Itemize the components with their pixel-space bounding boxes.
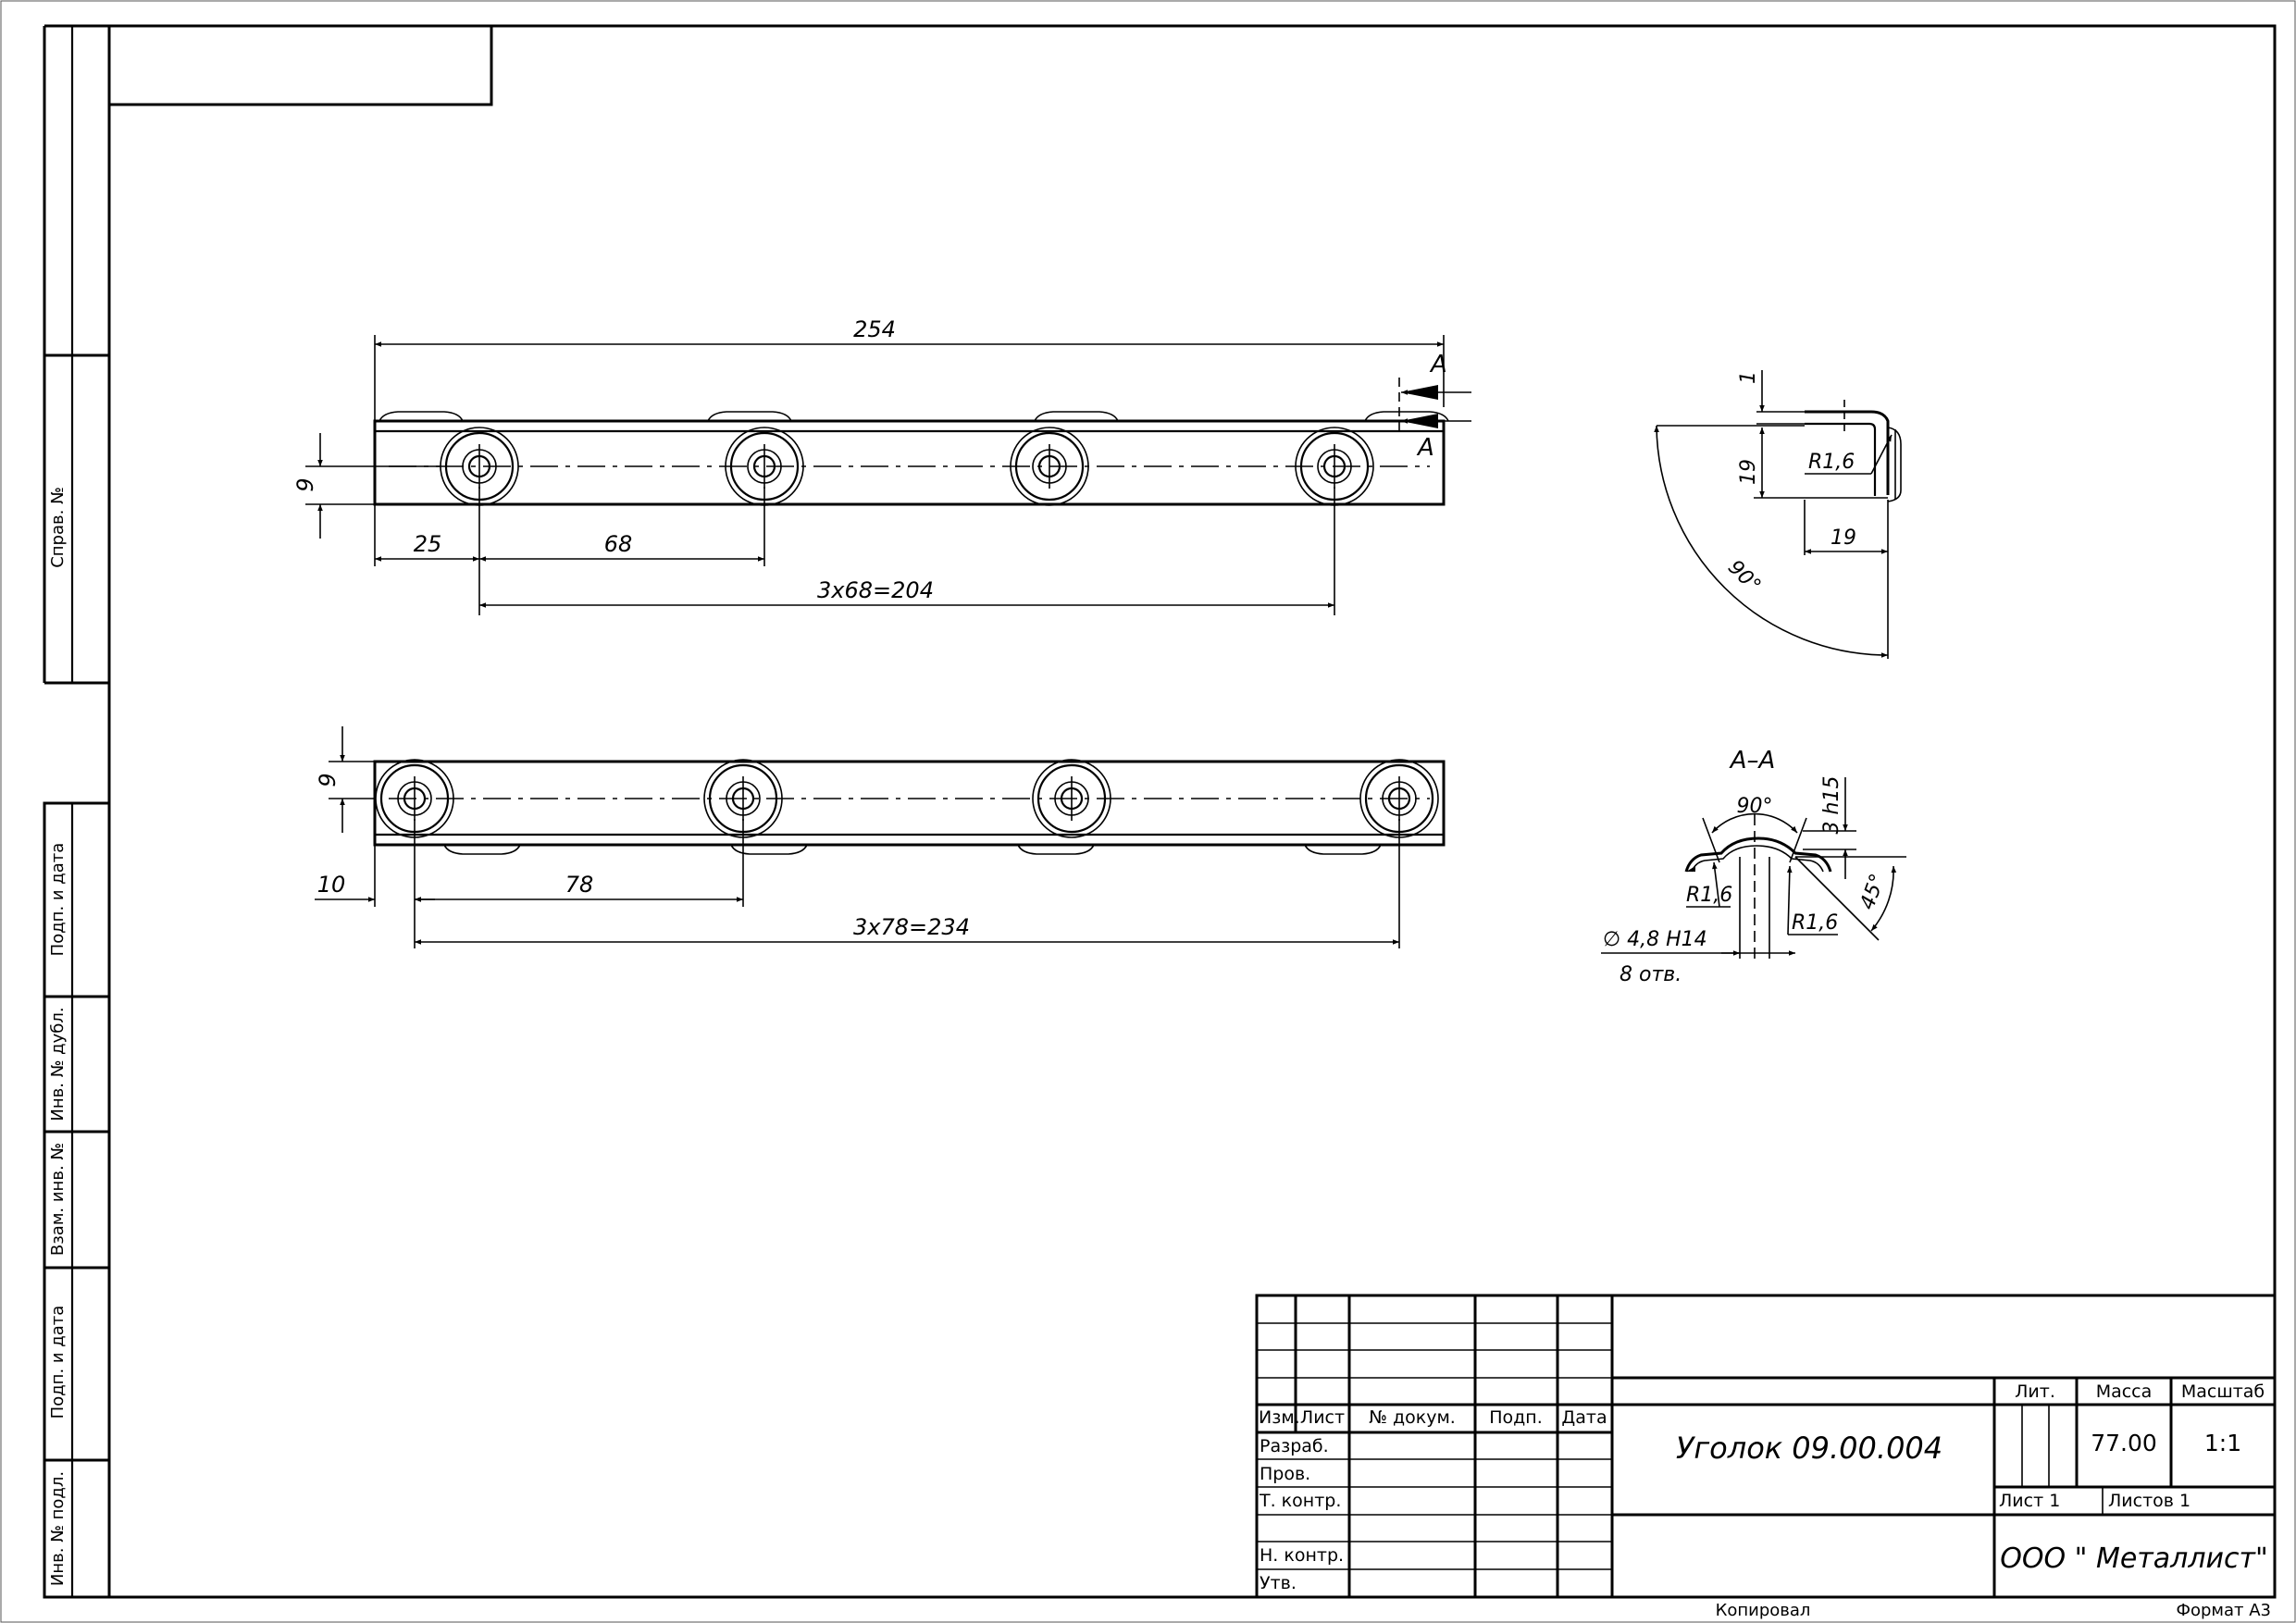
top-view: 254 9 25 68 3x68=204 A A bbox=[292, 316, 1471, 615]
sprav-no-label: Справ. № bbox=[48, 487, 68, 568]
section-aa-radius-left: R1,6 bbox=[1686, 884, 1732, 907]
bottom-bump bbox=[443, 844, 521, 855]
kopiroval-label: Копировал bbox=[1716, 1601, 1811, 1620]
dim-3x68: 3x68=204 bbox=[817, 577, 934, 603]
bottom-bump bbox=[1017, 844, 1095, 855]
top-bump bbox=[379, 411, 464, 422]
section-aa-angle: 90° bbox=[1737, 795, 1773, 818]
section-mark-a-top: A bbox=[1429, 351, 1447, 378]
end-view: 1 19 R1,6 19 90° bbox=[1654, 370, 1902, 659]
massa-label: Масса bbox=[2096, 1381, 2153, 1402]
dim-1-thickness: 1 bbox=[1737, 371, 1760, 384]
top-left-box bbox=[107, 24, 493, 106]
bottom-view-body bbox=[373, 760, 1446, 847]
header-izm: Изм. bbox=[1259, 1407, 1300, 1428]
section-aa-title: A–A bbox=[1729, 747, 1776, 774]
top-bump bbox=[1034, 411, 1119, 422]
hole bbox=[1010, 427, 1089, 506]
sheet-number: Лист 1 bbox=[1999, 1491, 2060, 1511]
inv-dubl-label: Инв. № дубл. bbox=[48, 1007, 68, 1121]
podp-data-label-1: Подп. и дата bbox=[48, 843, 68, 957]
dim-68: 68 bbox=[604, 531, 633, 557]
dim-78: 78 bbox=[565, 872, 594, 898]
hole bbox=[1032, 759, 1111, 838]
format-label: Формат А3 bbox=[2176, 1601, 2271, 1620]
dim-10: 10 bbox=[317, 872, 346, 898]
header-n-dokum: № докум. bbox=[1369, 1407, 1456, 1428]
section-aa-radius-right: R1,6 bbox=[1792, 911, 1838, 935]
company-name: ООО " Металлист" bbox=[2000, 1542, 2268, 1575]
vzam-inv-label: Взам. инв. № bbox=[48, 1143, 68, 1256]
masshtab-value: 1:1 bbox=[2204, 1430, 2241, 1456]
role-utv: Утв. bbox=[1260, 1573, 1297, 1593]
section-aa-depth: 3 h15 bbox=[1820, 776, 1843, 835]
lit-label: Лит. bbox=[2015, 1381, 2055, 1402]
bottom-bump bbox=[730, 844, 808, 855]
drawing-frame bbox=[107, 24, 2277, 1599]
left-side-strip: Справ. № Подп. и дата Инв. № дубл. Взам.… bbox=[43, 24, 111, 1599]
header-list: Лист bbox=[1300, 1407, 1345, 1428]
sheets-count: Листов 1 bbox=[2108, 1491, 2191, 1511]
role-t-kontr: Т. контр. bbox=[1259, 1491, 1341, 1511]
dim-25: 25 bbox=[414, 531, 442, 557]
inv-podl-label: Инв. № подл. bbox=[48, 1471, 68, 1586]
section-aa-hole-count: 8 отв. bbox=[1620, 963, 1682, 986]
role-n-kontr: Н. контр. bbox=[1260, 1545, 1344, 1566]
top-bump bbox=[707, 411, 792, 422]
section-aa-hole: ∅ 4,8 H14 bbox=[1603, 928, 1707, 951]
bottom-bump bbox=[1304, 844, 1382, 855]
designation: Уголок 09.00.004 bbox=[1676, 1431, 1942, 1466]
end-view-profile bbox=[1805, 410, 1890, 495]
dim-3x78: 3x78=234 bbox=[853, 914, 970, 940]
section-aa-profile bbox=[1684, 836, 1832, 873]
dim-9-top: 9 bbox=[292, 477, 318, 491]
end-view-angle-arc bbox=[1654, 425, 1889, 658]
top-view-body bbox=[373, 419, 1446, 506]
dim-254: 254 bbox=[853, 316, 896, 342]
section-aa: A–A 90° 3 h15 45° R1,6 R1,6 ∅ 4 bbox=[1601, 747, 1906, 986]
header-podp: Подп. bbox=[1489, 1407, 1543, 1428]
title-block: Изм. Лист № докум. Подп. Дата Разраб. Пр… bbox=[1255, 1294, 2277, 1620]
hole bbox=[440, 427, 519, 506]
top-bump bbox=[1364, 411, 1449, 422]
header-data: Дата bbox=[1561, 1407, 1607, 1428]
podp-data-label-2: Подп. и дата bbox=[48, 1306, 68, 1419]
section-aa-chamfer: 45° bbox=[1855, 871, 1890, 912]
role-prov: Пров. bbox=[1260, 1464, 1310, 1484]
masshtab-label: Масштаб bbox=[2181, 1381, 2265, 1402]
dim-9-bottom: 9 bbox=[315, 773, 341, 787]
massa-value: 77.00 bbox=[2091, 1430, 2157, 1456]
dim-19-height: 19 bbox=[1737, 459, 1760, 485]
section-mark-a-bottom: A bbox=[1416, 434, 1434, 462]
bottom-view: 9 10 78 3x78=234 bbox=[315, 726, 1446, 948]
dim-19-width: 19 bbox=[1831, 527, 1856, 550]
end-view-radius: R1,6 bbox=[1808, 451, 1855, 474]
hole bbox=[1359, 759, 1439, 838]
role-razrab: Разраб. bbox=[1260, 1436, 1329, 1456]
